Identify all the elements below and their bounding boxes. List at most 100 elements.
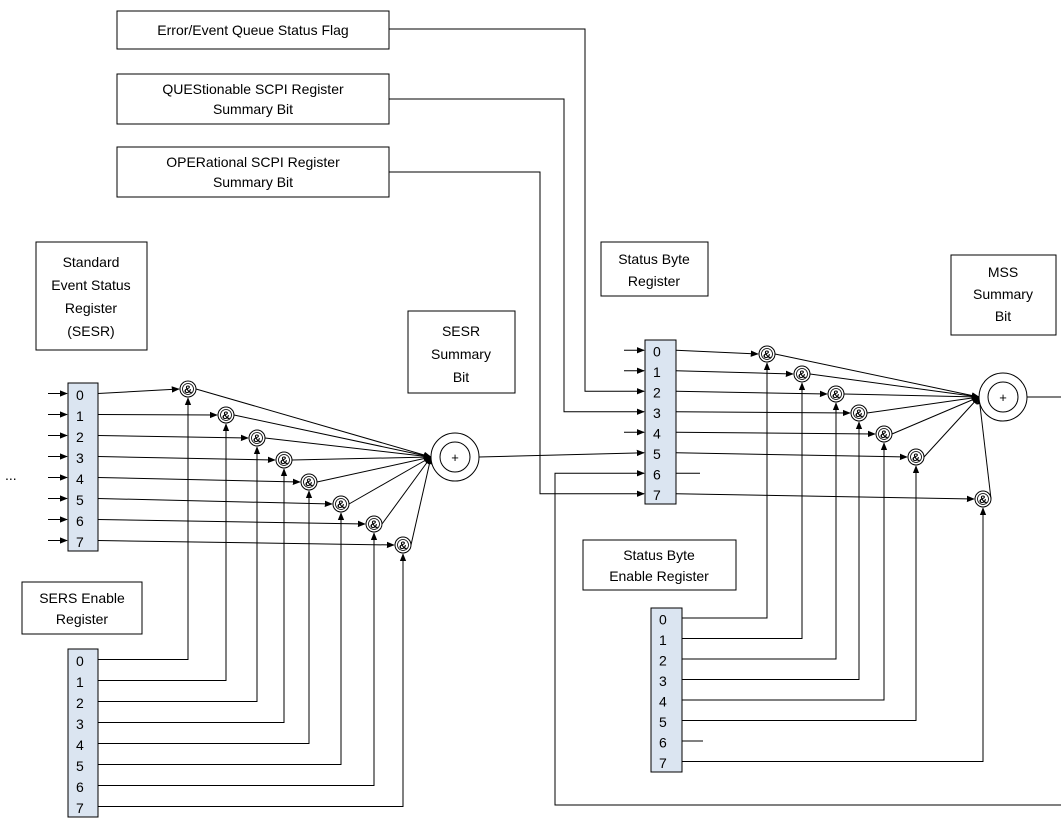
sers-enable-register-bit-1: 1 bbox=[76, 674, 84, 690]
sers-enable-to-gate-1 bbox=[98, 423, 230, 681]
enable-to-gate-5 bbox=[682, 465, 920, 721]
sesr-and-gate-0: & bbox=[179, 380, 197, 398]
status-byte-enable-register-bit-5: 5 bbox=[659, 714, 667, 730]
status-byte-register-bit-2: 2 bbox=[653, 385, 661, 401]
gate-to-sesr-or-2 bbox=[264, 437, 432, 460]
svg-text:&: & bbox=[832, 389, 840, 401]
sesr-and-gate-1: & bbox=[217, 406, 235, 424]
sesr-to-gate-1 bbox=[97, 411, 218, 419]
sesr-summary-or-gate: + bbox=[430, 432, 480, 482]
svg-text:+: + bbox=[999, 390, 1007, 405]
status-byte-enable-register-bit-3: 3 bbox=[659, 673, 667, 689]
enable-to-gate-2 bbox=[682, 402, 840, 660]
sesr-register-bit-1: 1 bbox=[76, 408, 84, 424]
questionable-label-line1: QUEStionable SCPI Register bbox=[162, 81, 344, 97]
status-byte-register-bit-5: 5 bbox=[653, 446, 661, 462]
enable-to-gate-0 bbox=[682, 362, 771, 619]
sers-enable-to-gate-2 bbox=[98, 446, 261, 702]
sers-enable-to-gate-3 bbox=[98, 468, 288, 723]
status-byte-register-bit-3: 3 bbox=[653, 405, 661, 421]
status-byte-register-bit-6: 6 bbox=[653, 467, 661, 483]
sers-enable-register-body bbox=[67, 648, 99, 818]
gate-to-sesr-or-4 bbox=[316, 455, 432, 483]
enable-to-gate-1 bbox=[682, 382, 806, 639]
sers-enable-to-gate-7 bbox=[98, 553, 407, 807]
status-byte-enable-box: Status Byte Enable Register bbox=[582, 539, 737, 591]
sers-enable-register-bit-5: 5 bbox=[76, 758, 84, 774]
questionable-box: QUEStionable SCPI Register Summary Bit bbox=[116, 73, 390, 125]
sers-enable-to-gate-6 bbox=[98, 532, 378, 786]
sesr-summary-to-status-bit5 bbox=[478, 449, 645, 458]
status-to-gate-0 bbox=[675, 349, 759, 357]
enable-to-gate-7 bbox=[682, 507, 987, 762]
sesr-register-body bbox=[67, 382, 99, 552]
gate-to-mss-or-1 bbox=[809, 373, 980, 400]
svg-text:&: & bbox=[880, 429, 888, 441]
svg-text:&: & bbox=[912, 452, 920, 464]
status-byte-register-bit-1: 1 bbox=[653, 364, 661, 380]
gate-to-sesr-or-5 bbox=[348, 456, 432, 505]
svg-text:&: & bbox=[763, 349, 771, 361]
status-byte-register-bit-4: 4 bbox=[653, 426, 661, 442]
status-byte-enable-register-bit-1: 1 bbox=[659, 632, 667, 648]
status-to-gate-3 bbox=[675, 409, 851, 417]
ellipsis-label: ... bbox=[5, 467, 17, 483]
enable-to-gate-3 bbox=[682, 421, 863, 680]
sesr-to-gate-2 bbox=[97, 434, 249, 442]
operational-feed bbox=[389, 171, 645, 497]
gate-to-mss-or-7 bbox=[976, 396, 992, 500]
svg-text:&: & bbox=[280, 455, 288, 467]
sers-enable-register-bit-4: 4 bbox=[76, 737, 84, 753]
status-byte-register-bit-7: 7 bbox=[653, 487, 661, 503]
operational-label-line2: Summary Bit bbox=[213, 174, 293, 190]
sesr-register-bit-4: 4 bbox=[76, 471, 84, 487]
sers-enable-to-gate-4 bbox=[98, 490, 313, 744]
sesr-summary-line1: SESR bbox=[442, 323, 480, 339]
sesr-register-bit-6: 6 bbox=[76, 513, 84, 529]
sesr-register-bit-0: 0 bbox=[76, 387, 84, 403]
status-to-gate-2 bbox=[675, 390, 828, 398]
sesr-register-bit-5: 5 bbox=[76, 492, 84, 508]
sers-enable-register-bit-3: 3 bbox=[76, 716, 84, 732]
sesr-label-line2: Event Status bbox=[51, 277, 130, 293]
sesr-label-line4: (SESR) bbox=[67, 323, 114, 339]
sesr-register-bit-7: 7 bbox=[76, 534, 84, 550]
status-byte-enable-register-bit-4: 4 bbox=[659, 694, 667, 710]
sers-enable-to-gate-0 bbox=[98, 397, 192, 660]
sesr-label-line1: Standard bbox=[63, 254, 120, 270]
sers-enable-box: SERS Enable Register bbox=[21, 581, 143, 635]
gate-to-mss-or-4 bbox=[891, 396, 980, 435]
gate-to-sesr-or-7 bbox=[410, 456, 433, 546]
gates: &&&&&&&&+&&&&&&&+ bbox=[179, 345, 1028, 554]
status-and-gate-7: & bbox=[974, 490, 992, 508]
status-byte-enable-register-bit-2: 2 bbox=[659, 653, 667, 669]
svg-text:&: & bbox=[370, 519, 378, 531]
mss-summary-line1: MSS bbox=[988, 264, 1018, 280]
svg-text:&: & bbox=[855, 408, 863, 420]
status-byte-enable-register-body bbox=[650, 607, 683, 773]
sesr-summary-line2: Summary bbox=[431, 346, 491, 362]
sesr-register-bit-3: 3 bbox=[76, 450, 84, 466]
status-to-gate-7 bbox=[675, 493, 975, 503]
gate-to-sesr-or-3 bbox=[291, 453, 432, 461]
status-byte-label-line1: Status Byte bbox=[618, 251, 690, 267]
sesr-to-gate-3 bbox=[97, 456, 276, 464]
sesr-label-line3: Register bbox=[65, 300, 117, 316]
error-queue-box: Error/Event Queue Status Flag bbox=[116, 10, 390, 50]
sesr-and-gate-5: & bbox=[332, 495, 350, 513]
sers-enable-register-bit-6: 6 bbox=[76, 779, 84, 795]
sesr-and-gate-4: & bbox=[300, 473, 318, 491]
svg-text:&: & bbox=[184, 384, 192, 396]
sesr-and-gate-6: & bbox=[365, 515, 383, 533]
status-byte-label-line2: Register bbox=[628, 273, 680, 289]
mss-summary-box: MSS Summary Bit bbox=[950, 254, 1057, 336]
error-queue-feed bbox=[389, 28, 645, 395]
status-to-gate-4 bbox=[675, 430, 876, 438]
status-to-gate-1 bbox=[675, 370, 794, 377]
mss-feedback-to-bit6 bbox=[554, 470, 1061, 806]
svg-text:&: & bbox=[253, 433, 261, 445]
